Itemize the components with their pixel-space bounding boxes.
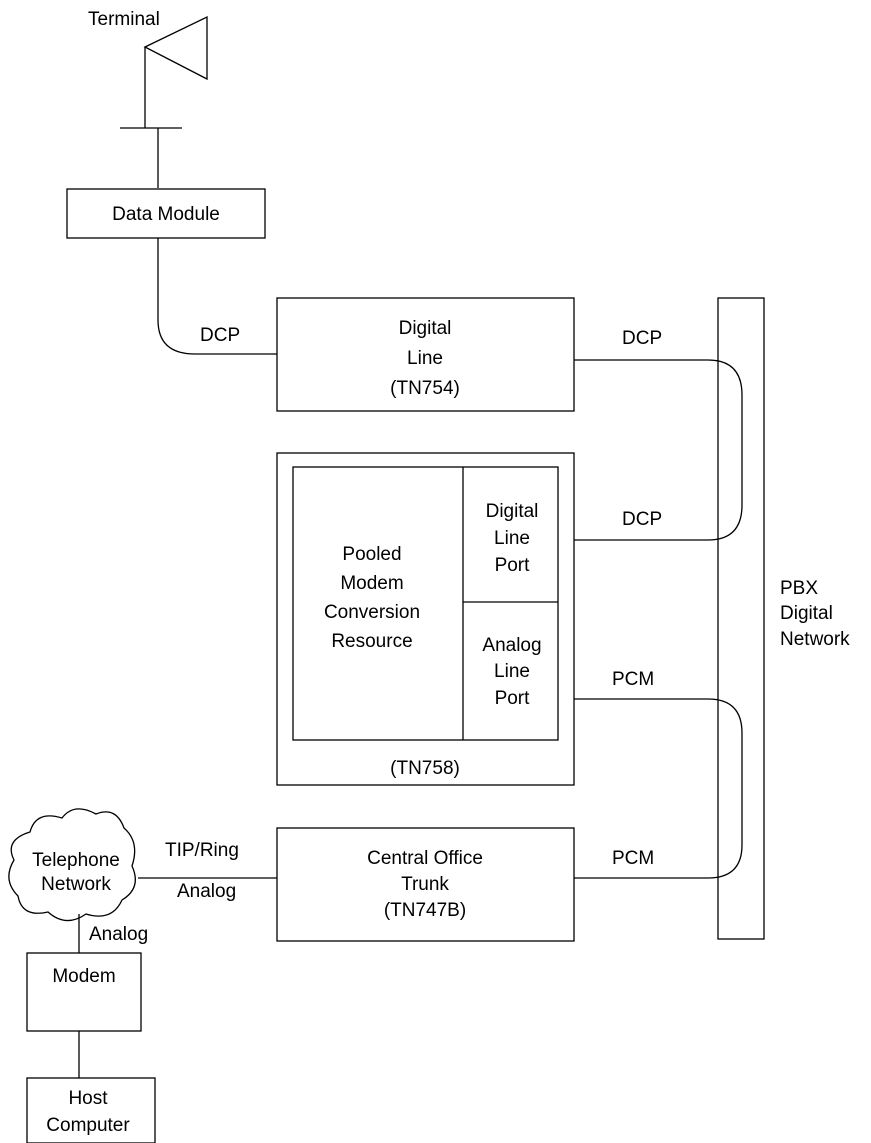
co-trunk-label-3: (TN747B) xyxy=(384,900,466,921)
host-label-1: Host xyxy=(68,1088,108,1109)
digital-line-label-3: (TN754) xyxy=(390,378,460,399)
dcp-label-line-to-pbx: DCP xyxy=(622,328,662,349)
analog-trunk-label: Analog xyxy=(177,881,236,902)
pbx-label-2: Digital xyxy=(780,603,833,624)
digital-line-box xyxy=(276,297,575,412)
dcp-link-module-to-line xyxy=(157,238,277,355)
pbx-label-1: PBX xyxy=(780,578,818,599)
resource-label-3: Conversion xyxy=(324,602,420,623)
dcp-label-port-to-pbx: DCP xyxy=(622,509,662,530)
pbx-label-3: Network xyxy=(780,629,850,650)
dcp-label-module: DCP xyxy=(200,325,240,346)
modem-label: Modem xyxy=(52,966,115,987)
data-module-label: Data Module xyxy=(112,204,220,225)
co-trunk-box xyxy=(276,827,575,942)
co-trunk-label-2: Trunk xyxy=(401,874,449,895)
co-trunk-label-1: Central Office xyxy=(367,848,483,869)
analog-port-label-2: Line xyxy=(494,661,530,682)
modem-box xyxy=(26,952,142,1032)
dcp-loop-connection xyxy=(574,359,743,541)
resource-label-2: Modem xyxy=(340,573,403,594)
terminal-label: Terminal xyxy=(88,9,160,30)
pbx-digital-network-bar xyxy=(717,297,765,940)
analog-port-label-3: Port xyxy=(495,688,531,709)
digital-port-label-2: Line xyxy=(494,528,530,549)
tip-ring-label: TIP/Ring xyxy=(165,840,239,861)
host-computer-box xyxy=(26,1077,156,1143)
digital-line-label-1: Digital xyxy=(399,318,452,339)
pcm-label-port-to-pbx: PCM xyxy=(612,669,654,690)
telephone-network-cloud xyxy=(8,808,136,922)
digital-port-label-3: Port xyxy=(495,555,531,576)
terminal-icon xyxy=(120,15,208,188)
data-module-box xyxy=(66,188,266,239)
resource-label-4: Resource xyxy=(331,631,412,652)
resource-label-1: Pooled xyxy=(342,544,401,565)
analog-port-label-1: Analog xyxy=(482,635,541,656)
pcm-loop-connection xyxy=(574,698,743,879)
pooled-modem-card xyxy=(276,452,575,786)
digital-port-label-1: Digital xyxy=(486,501,539,522)
analog-modem-label: Analog xyxy=(89,924,148,945)
pcm-label-trunk-to-pbx: PCM xyxy=(612,848,654,869)
pooled-modem-card-label: (TN758) xyxy=(390,758,460,779)
host-label-2: Computer xyxy=(46,1115,130,1136)
telephone-network-label-2: Network xyxy=(41,874,111,895)
digital-line-label-2: Line xyxy=(407,348,443,369)
telephone-network-label-1: Telephone xyxy=(32,850,120,871)
pooled-modem-inner-frame xyxy=(292,466,559,741)
